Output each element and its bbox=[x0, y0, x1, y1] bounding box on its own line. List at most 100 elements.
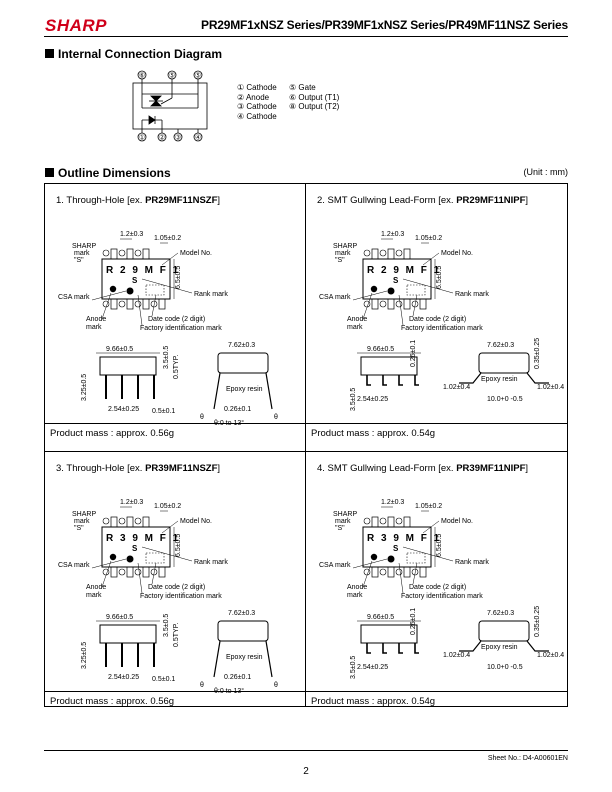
pin-number-circle bbox=[118, 249, 126, 257]
rank-s-mark: S bbox=[393, 276, 400, 285]
pin-number-circle bbox=[150, 300, 158, 308]
side-lead bbox=[398, 643, 403, 654]
pin-number-circle bbox=[150, 568, 158, 576]
package-body bbox=[362, 258, 432, 300]
top-lead bbox=[110, 248, 118, 260]
footer-rule bbox=[44, 750, 568, 751]
side-view-body bbox=[99, 624, 157, 644]
dim-3-25: 3.25±0.5 bbox=[81, 642, 88, 669]
pin-number-circle bbox=[395, 249, 403, 257]
date-code-box bbox=[145, 552, 165, 564]
pin-number-circle bbox=[118, 517, 126, 525]
label-sharp-mark: "S" bbox=[74, 525, 84, 532]
pin-bottom-label: ④ bbox=[195, 134, 201, 142]
label-anode-mark: Anode bbox=[347, 584, 367, 591]
dim-7-62: 7.62±0.3 bbox=[228, 342, 255, 349]
csa-mark-icon bbox=[387, 555, 395, 563]
label-sharp-mark: mark bbox=[74, 518, 90, 525]
dim-0-26: 0.26±0.1 bbox=[224, 674, 251, 681]
dim-3-25: 3.25±0.5 bbox=[81, 374, 88, 401]
label-theta: θ bbox=[274, 414, 278, 421]
dim-3-5: 3.5±0.5 bbox=[163, 614, 170, 637]
end-view-body bbox=[217, 352, 269, 374]
pin-legend: ① Cathode ⑤ Gate ② Anode ⑥ Output (T1) ③… bbox=[237, 83, 349, 121]
label-theta-range: θ:0 to 13° bbox=[214, 687, 244, 695]
bottom-lead bbox=[403, 566, 411, 578]
dim-1-05: 1.05±0.2 bbox=[415, 503, 442, 510]
label-date-code: Date code (2 digit) bbox=[148, 584, 205, 591]
dim-2-54: 2.54±0.25 bbox=[108, 674, 139, 681]
package-body bbox=[362, 526, 432, 568]
label-anode-mark: Anode bbox=[86, 316, 106, 323]
label-anode-mark: mark bbox=[86, 592, 102, 599]
panel-mass-separator bbox=[44, 423, 305, 424]
dim-0-35: 0.35±0.25 bbox=[534, 338, 541, 369]
header-rule bbox=[44, 36, 568, 37]
dim-1-2: 1.2±0.3 bbox=[120, 231, 143, 238]
dim-0-26: 0.26±0.1 bbox=[410, 608, 417, 635]
top-lead bbox=[110, 516, 118, 528]
legend-item: ② Anode bbox=[237, 92, 270, 102]
package-outline bbox=[132, 82, 208, 130]
panel-title: 1. Through-Hole [ex. PR29MF11NSZF] bbox=[56, 195, 221, 206]
label-sharp-mark: SHARP bbox=[72, 243, 96, 250]
dim-9-66: 9.66±0.5 bbox=[106, 614, 133, 621]
sheet-number: Sheet No.: D4-A00601EN bbox=[487, 755, 568, 762]
dim-2-54: 2.54±0.25 bbox=[108, 406, 139, 413]
package-body bbox=[101, 526, 171, 568]
section-bullet-icon bbox=[45, 168, 54, 177]
top-lead bbox=[371, 516, 379, 528]
pin-bottom-label: ② bbox=[159, 134, 165, 142]
legend-item: ⑤ Gate bbox=[289, 83, 316, 92]
dim-9-66: 9.66±0.5 bbox=[367, 614, 394, 621]
package-outline-drawing: R 3 9 M F 1S1.2±0.31.05±0.2SHARPmark"S"C… bbox=[319, 499, 564, 679]
dim-1-05: 1.05±0.2 bbox=[154, 235, 181, 242]
bottom-lead bbox=[419, 566, 427, 578]
dim-3-5b: 3.5±0.5 bbox=[350, 656, 357, 679]
dim-0-5: 0.5±0.1 bbox=[152, 408, 175, 415]
pin-number-circle bbox=[118, 300, 126, 308]
dim-1-02: 1.02±0.4 bbox=[537, 652, 564, 659]
label-csa-mark: CSA mark bbox=[319, 562, 351, 569]
label-sharp-mark: "S" bbox=[335, 525, 345, 532]
date-code-box bbox=[145, 284, 165, 296]
dim-1-2: 1.2±0.3 bbox=[120, 499, 143, 506]
dim-0-26: 0.26±0.1 bbox=[224, 406, 251, 413]
pin-number-circle bbox=[134, 249, 142, 257]
label-factory-id: Factory identification mark bbox=[140, 593, 222, 600]
model-marking: R 3 9 M F 1 bbox=[106, 533, 180, 544]
label-model-no: Model No. bbox=[180, 250, 212, 257]
bottom-lead bbox=[371, 298, 379, 310]
label-rank-mark: Rank mark bbox=[455, 291, 489, 298]
end-lead bbox=[213, 640, 221, 678]
bottom-lead bbox=[126, 566, 134, 578]
label-sharp-mark: SHARP bbox=[333, 511, 357, 518]
label-rank-mark: Rank mark bbox=[194, 559, 228, 566]
dim-0-35: 0.35±0.25 bbox=[534, 606, 541, 637]
anode-dot bbox=[109, 553, 117, 561]
end-lead bbox=[459, 372, 482, 384]
label-anode-mark: Anode bbox=[86, 584, 106, 591]
side-lead bbox=[382, 375, 387, 386]
bottom-lead bbox=[110, 566, 118, 578]
section-internal-title: Internal Connection Diagram bbox=[58, 47, 223, 61]
pin-number-circle bbox=[379, 568, 387, 576]
dim-0-26: 0.26±0.1 bbox=[410, 340, 417, 367]
label-epoxy-resin: Epoxy resin bbox=[226, 386, 263, 393]
unit-note: (Unit : mm) bbox=[523, 167, 569, 177]
rank-s-mark: S bbox=[132, 544, 139, 553]
bottom-lead bbox=[126, 298, 134, 310]
label-sharp-mark: mark bbox=[74, 250, 90, 257]
dim-6-5: 6.5±0.5 bbox=[436, 534, 443, 557]
label-sharp-mark: SHARP bbox=[72, 511, 96, 518]
pin-top-label: ⑤ bbox=[169, 72, 175, 80]
anode-dot bbox=[370, 285, 378, 293]
package-outline-drawing: R 2 9 M F 1S1.2±0.31.05±0.2SHARPmark"S"C… bbox=[319, 231, 564, 411]
end-view-body bbox=[478, 620, 530, 642]
dim-0-5typ: 0.5TYP. bbox=[173, 355, 180, 379]
pin-number-circle bbox=[102, 249, 110, 257]
dim-10-0: 10.0+0 -0.5 bbox=[487, 396, 523, 403]
label-epoxy-resin: Epoxy resin bbox=[481, 376, 518, 383]
dim-9-66: 9.66±0.5 bbox=[367, 346, 394, 353]
rank-s-mark: S bbox=[393, 544, 400, 553]
